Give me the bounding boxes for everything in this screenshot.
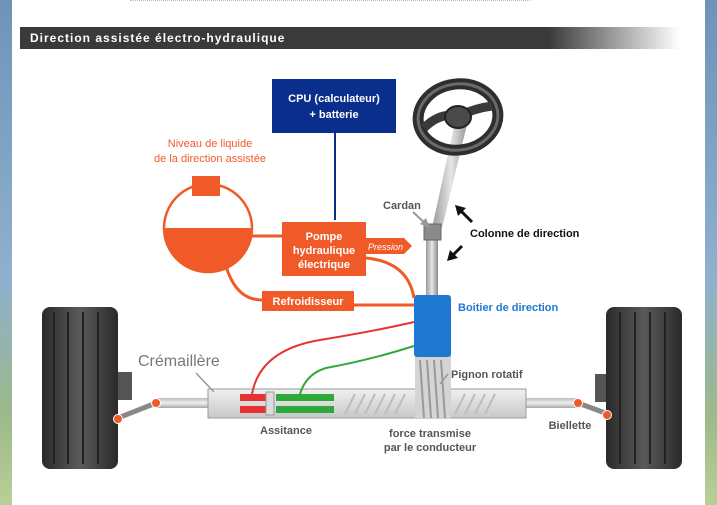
pressure-arrow: [366, 238, 412, 254]
lower-shaft: [426, 238, 438, 298]
rack-teeth: [344, 393, 496, 415]
assist-chamber-green-bottom: [276, 406, 334, 413]
cardan-label: Cardan: [383, 200, 421, 212]
pinion-label: Pignon rotatif: [451, 369, 523, 381]
rack-housing: [207, 388, 527, 419]
pump-box: [282, 222, 366, 276]
steering-wheel: [412, 78, 504, 156]
cooler-box: [262, 291, 354, 311]
pump-label-line3: électrique: [298, 259, 350, 271]
force-label-line2: par le conducteur: [384, 442, 477, 454]
pump-label-line2: hydraulique: [293, 245, 355, 257]
pinion: [415, 355, 451, 419]
column-arrows: [447, 205, 474, 261]
left-wheel: [42, 307, 132, 469]
piston: [265, 391, 275, 416]
force-label-line1: force transmise: [389, 428, 471, 440]
top-divider: [130, 0, 530, 4]
column-label: Colonne de direction: [470, 228, 580, 240]
right-tie-rod: [520, 398, 578, 408]
cpu-label-line2: + batterie: [309, 109, 358, 121]
assist-chamber-red-bottom: [240, 406, 266, 413]
left-inner-joint: [151, 398, 161, 408]
pressure-line: [365, 256, 416, 299]
cpu-label-line1: CPU (calculateur): [288, 93, 380, 105]
assist-label: Assitance: [260, 425, 312, 437]
assist-chamber-green-top: [276, 394, 334, 401]
fluid-reservoir: [162, 176, 254, 274]
left-tie-rod: [156, 398, 211, 408]
reservoir-label-line2: de la direction assistée: [154, 153, 266, 165]
cpu-box: [272, 79, 396, 133]
cooler-label: Refroidisseur: [273, 296, 345, 308]
steering-box: [414, 295, 451, 357]
cardan-joint: [423, 223, 442, 241]
right-ball-joint: [602, 410, 612, 420]
right-inner-joint: [573, 398, 583, 408]
tie-rod-label: Biellette: [549, 420, 592, 432]
reservoir-label-line1: Niveau de liquide: [168, 138, 252, 150]
rack-label: Crémaillère: [138, 353, 220, 370]
right-wheel: [595, 307, 682, 469]
red-assist-line: [251, 321, 415, 395]
reservoir-cooler-line: [224, 265, 263, 302]
left-ball-joint: [113, 414, 123, 424]
pressure-label: Pression: [368, 242, 403, 252]
steering-box-label: Boitier de direction: [458, 302, 559, 314]
assist-chamber-red-top: [240, 394, 266, 401]
steering-column: [432, 108, 470, 228]
section-header: Direction assistée électro-hydraulique: [20, 27, 680, 49]
pump-label-line1: Pompe: [306, 231, 343, 243]
green-assist-line: [299, 345, 415, 395]
